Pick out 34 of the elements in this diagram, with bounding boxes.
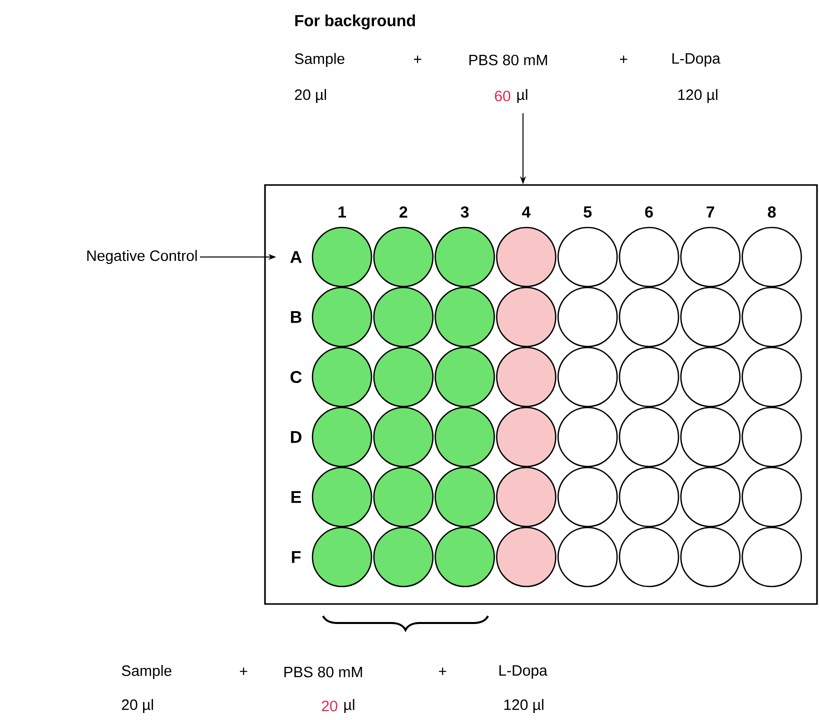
column-number: 2 <box>400 206 408 218</box>
recipe-text: 120 µl <box>504 699 544 713</box>
row-letter: B <box>291 311 302 323</box>
recipe-text: + <box>620 56 628 63</box>
recipe-text: + <box>438 668 446 676</box>
column-number: 3 <box>460 206 469 218</box>
recipe-text: PBS 80 mM <box>284 666 362 678</box>
recipe-text: + <box>414 56 422 63</box>
column-number: 7 <box>706 206 714 218</box>
recipe-text: 20 <box>322 700 338 712</box>
row-letter: E <box>291 491 302 503</box>
column-number: 8 <box>768 206 776 218</box>
recipe-text: 20 µl <box>294 89 326 103</box>
recipe-text: Sample <box>122 665 172 679</box>
row-letter: F <box>292 551 301 563</box>
column-number: 5 <box>584 206 592 218</box>
column-number: 1 <box>338 206 346 218</box>
column-number: 6 <box>645 206 653 218</box>
column-number: 4 <box>522 206 531 218</box>
recipe-text: L-Dopa <box>672 53 720 67</box>
recipe-text: PBS 80 mM <box>469 54 547 66</box>
row-letter: A <box>290 251 302 263</box>
recipe-text: 20 µl <box>122 699 153 713</box>
row-letter: C <box>290 370 302 384</box>
heading: For background <box>295 14 415 30</box>
recipe-text: 120 µl <box>678 89 718 103</box>
recipe-text: L-Dopa <box>499 665 548 679</box>
callout-text: Negative Control <box>87 250 197 264</box>
recipe-text: µl <box>344 699 354 713</box>
row-letter: D <box>291 431 302 443</box>
recipe-text: µl <box>517 89 528 103</box>
recipe-text: + <box>240 668 248 676</box>
recipe-text: Sample <box>294 53 344 67</box>
recipe-text: 60 <box>494 90 510 102</box>
